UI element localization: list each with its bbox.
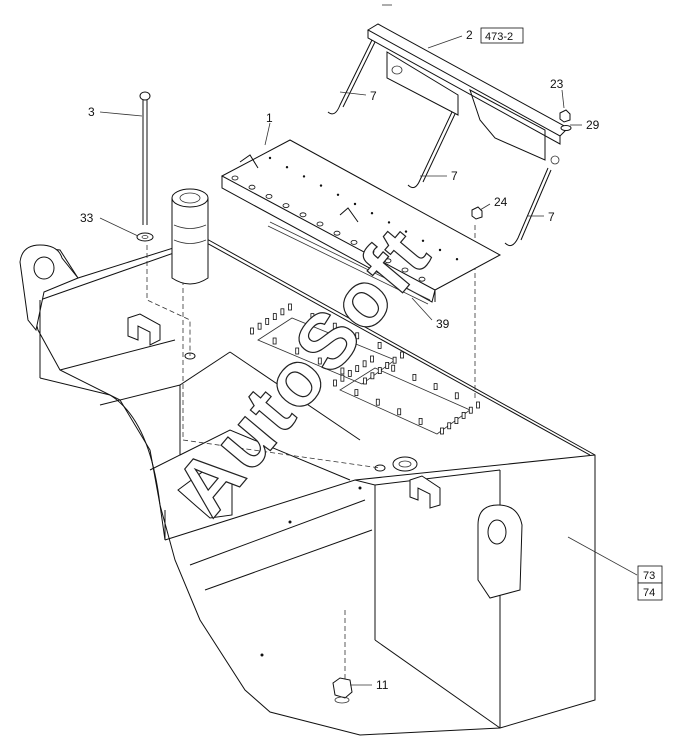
stud-bolt [288,303,292,311]
strip-dot [336,193,340,196]
stud-bolt [295,347,300,355]
strip-dot [268,156,272,160]
stud-bolt [461,411,466,419]
tank-body [19,237,596,736]
stud-bolt [375,398,380,406]
callout-73: 73 [643,570,655,582]
j-bolts [327,39,552,247]
stud-bolt [272,313,277,321]
strip-dot [387,221,391,224]
stud-bolts [250,303,480,435]
mounting-bracket [366,23,569,165]
stud-bolt [340,367,345,375]
stud-bolt [476,401,480,409]
strip-hole [231,175,239,181]
stud-bolt [385,361,390,369]
stud-bolt [454,417,459,425]
strip-hole [299,212,307,218]
stud-bolt [317,357,322,365]
strip-dot [438,248,442,252]
stud-bolt [447,422,452,430]
stud-bolt [418,417,423,425]
drain-plug [332,677,353,704]
stud-bolt [370,355,374,363]
callout-23: 23 [550,77,564,91]
callout-7b: 7 [451,169,458,183]
callout-29: 29 [586,118,600,132]
stud-bolt [280,308,285,316]
callout-7c: 7 [548,210,555,224]
stud-bolt [440,427,444,435]
strip-hole [384,258,392,264]
stud-bolt [433,383,438,391]
stud-bolt [377,367,382,375]
callout-labels: 2 473-2 3 7 1 23 29 7 24 7 33 39 11 73 7… [80,27,663,692]
stud-bolt [391,364,396,372]
stud-bolt [412,373,417,381]
callout-39: 39 [436,317,450,331]
leader-lines [99,4,638,686]
strip-hole [418,276,426,282]
callout-7a: 7 [370,89,377,103]
strip-dot [353,202,357,206]
callout-74-box [637,582,663,601]
callout-3: 3 [88,105,95,119]
dipstick [136,91,154,242]
strip-hole [282,203,290,209]
stud-bolt [454,392,459,400]
callout-2-ref: 473-2 [485,31,513,43]
strip-hole [333,230,341,236]
strip-hole [367,249,375,255]
strip-dot [455,258,459,261]
callout-1: 1 [266,111,273,125]
strip-dot [370,212,374,215]
stud-bolt [392,356,397,364]
stud-bolt [397,408,402,416]
stud-bolt [265,317,270,325]
stud-bolt [333,379,337,387]
strip-hole [316,221,324,227]
stud-bolt [363,377,367,385]
stud-bolt [347,369,352,377]
stud-bolt [272,337,277,345]
callout-2: 2 [466,28,473,42]
strip-hole [265,193,273,199]
callout-11: 11 [376,678,389,692]
stud-bolt [400,351,404,359]
stud-bolt [355,332,360,340]
stud-bolt [310,313,315,321]
stud-bolt [340,374,345,382]
callout-24: 24 [494,195,508,209]
alignment-lines [146,225,476,690]
stud-bolt [377,341,382,349]
level-gauge-strip [220,139,502,305]
nuts-washers [471,109,572,220]
stud-bolt [354,389,359,397]
strip-hole [350,239,358,245]
stud-bolt [355,365,360,373]
strip-dot [302,175,306,178]
callout-74: 74 [643,587,655,599]
strip-hole [401,267,409,273]
strip-dot [285,166,289,169]
stud-bolt [332,322,337,330]
stud-bolt [250,327,254,335]
stud-bolt [362,360,367,368]
stud-bolt [370,372,375,380]
stud-bolt [468,406,473,414]
strip-dot [404,230,408,233]
strip-dot [421,239,425,242]
callout-33: 33 [80,211,94,225]
strip-hole [248,184,256,190]
strip-dot [319,184,323,187]
stud-bolt [257,322,262,330]
callout-2-ref-box [480,27,524,44]
filler-cap [171,188,209,285]
